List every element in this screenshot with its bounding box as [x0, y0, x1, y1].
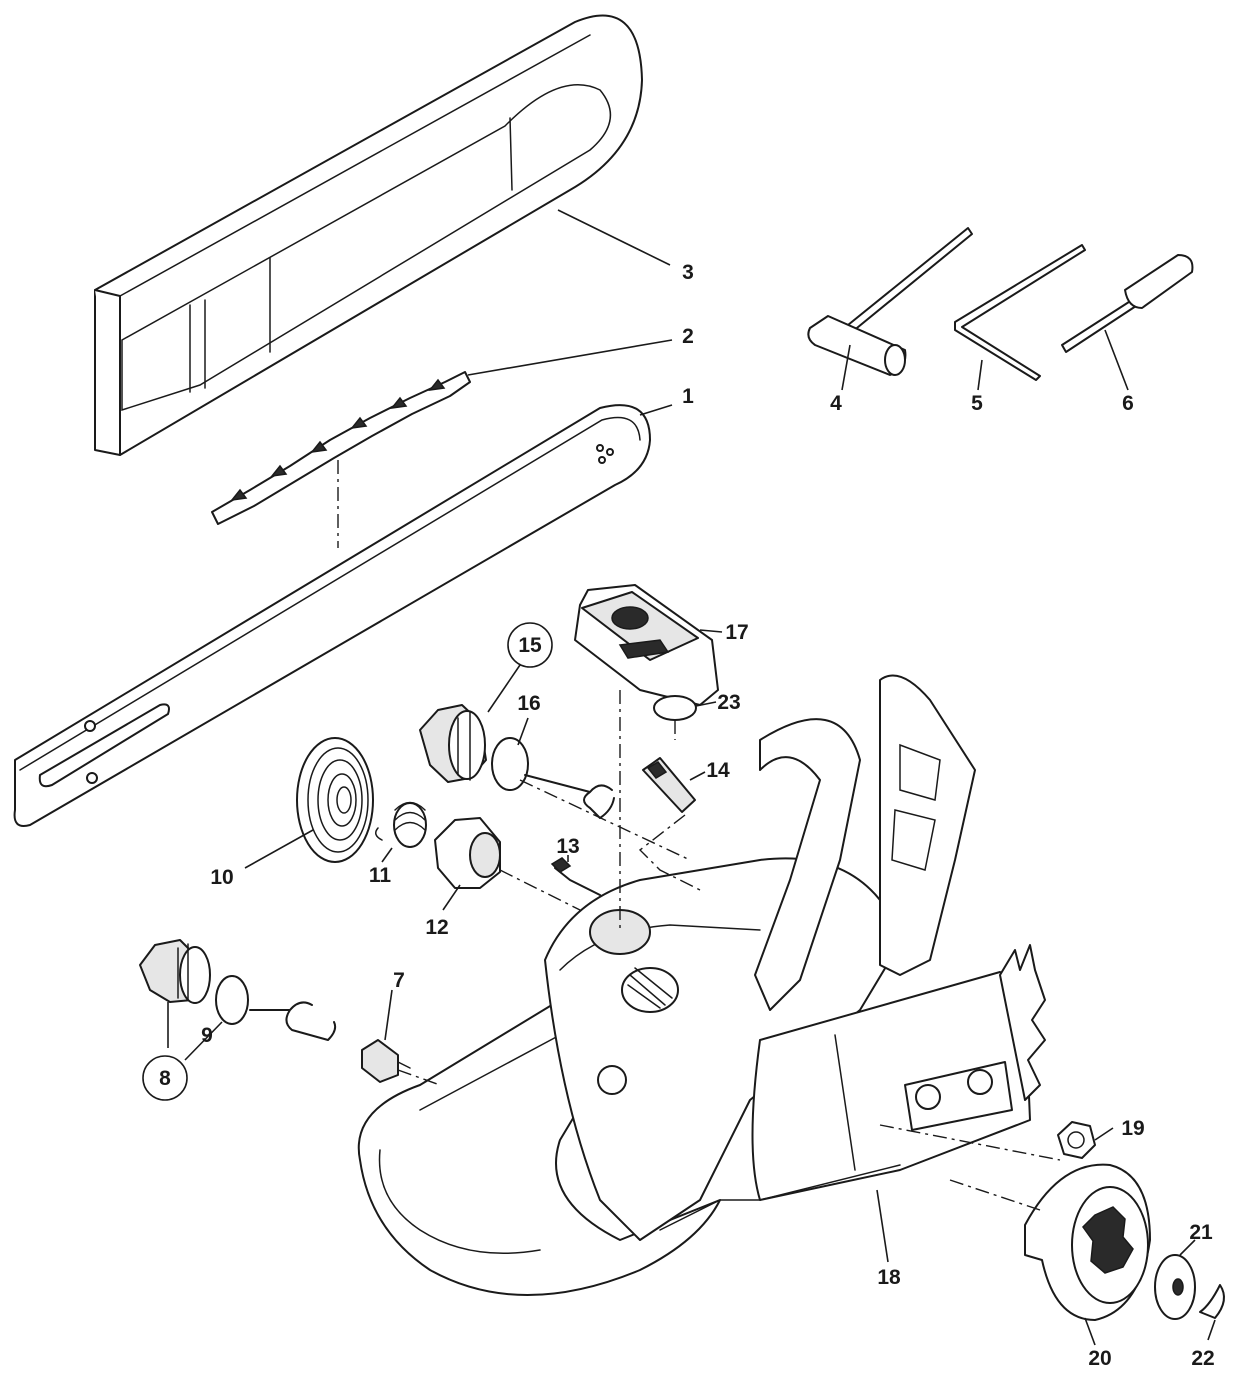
part-saw-chain — [211, 371, 471, 525]
part-combination-spanner — [807, 227, 973, 376]
part-e-clip — [1199, 1284, 1225, 1319]
callout-1: 1 — [682, 385, 694, 408]
callout-23: 23 — [717, 691, 740, 714]
part-bar-nut — [1057, 1121, 1096, 1159]
part-filter-cover — [574, 584, 719, 706]
callout-5: 5 — [971, 392, 983, 415]
part-guide-bar — [13, 404, 651, 827]
callout-19: 19 — [1121, 1117, 1144, 1140]
callout-6: 6 — [1122, 392, 1134, 415]
callout-17: 17 — [725, 621, 748, 644]
part-o-ring-9 — [215, 975, 249, 1025]
callout-20: 20 — [1088, 1347, 1111, 1370]
part-spark-plug — [642, 757, 696, 813]
callout-21: 21 — [1189, 1221, 1213, 1244]
callout-circle-8 — [142, 1055, 188, 1101]
callout-22: 22 — [1191, 1347, 1214, 1370]
part-cap-strap-bottom — [249, 1001, 337, 1041]
part-fuel-filter — [361, 1039, 411, 1083]
callout-2: 2 — [682, 325, 694, 348]
part-washer — [1154, 1254, 1196, 1320]
callout-14: 14 — [706, 759, 730, 782]
part-screwdriver — [1061, 254, 1194, 353]
assembly-axes — [397, 690, 1061, 1211]
part-clutch-drum — [1024, 1163, 1151, 1321]
callout-4: 4 — [830, 392, 842, 415]
callout-circle-15 — [507, 622, 553, 668]
part-o-ring-23 — [653, 695, 697, 721]
part-bar-cover — [94, 14, 643, 456]
callout-3: 3 — [682, 261, 694, 284]
part-cap-strap-top — [524, 774, 615, 819]
part-starter-pulley — [434, 817, 501, 889]
callout-8: 8 — [159, 1067, 171, 1090]
callout-11: 11 — [369, 864, 392, 887]
leader-lines — [167, 209, 1216, 1346]
part-clutch-spring — [375, 801, 427, 848]
callout-10: 10 — [210, 866, 233, 889]
part-oil-tank-cap — [419, 704, 487, 783]
callout-13: 13 — [556, 835, 579, 858]
callout-9: 9 — [201, 1024, 213, 1047]
callout-12: 12 — [425, 916, 448, 939]
part-hex-key — [954, 244, 1086, 381]
part-o-ring-16 — [491, 737, 529, 791]
callout-labels: 1 2 3 4 5 6 7 8 9 10 11 12 13 14 15 16 1… — [159, 261, 1215, 1370]
part-chainsaw-body — [357, 674, 1046, 1296]
callout-18: 18 — [877, 1266, 901, 1289]
part-fuel-tank-cap — [139, 939, 211, 1004]
part-starter-spring-housing — [296, 737, 374, 863]
callout-16: 16 — [517, 692, 540, 715]
callout-7: 7 — [393, 969, 405, 992]
callout-15: 15 — [518, 634, 542, 657]
